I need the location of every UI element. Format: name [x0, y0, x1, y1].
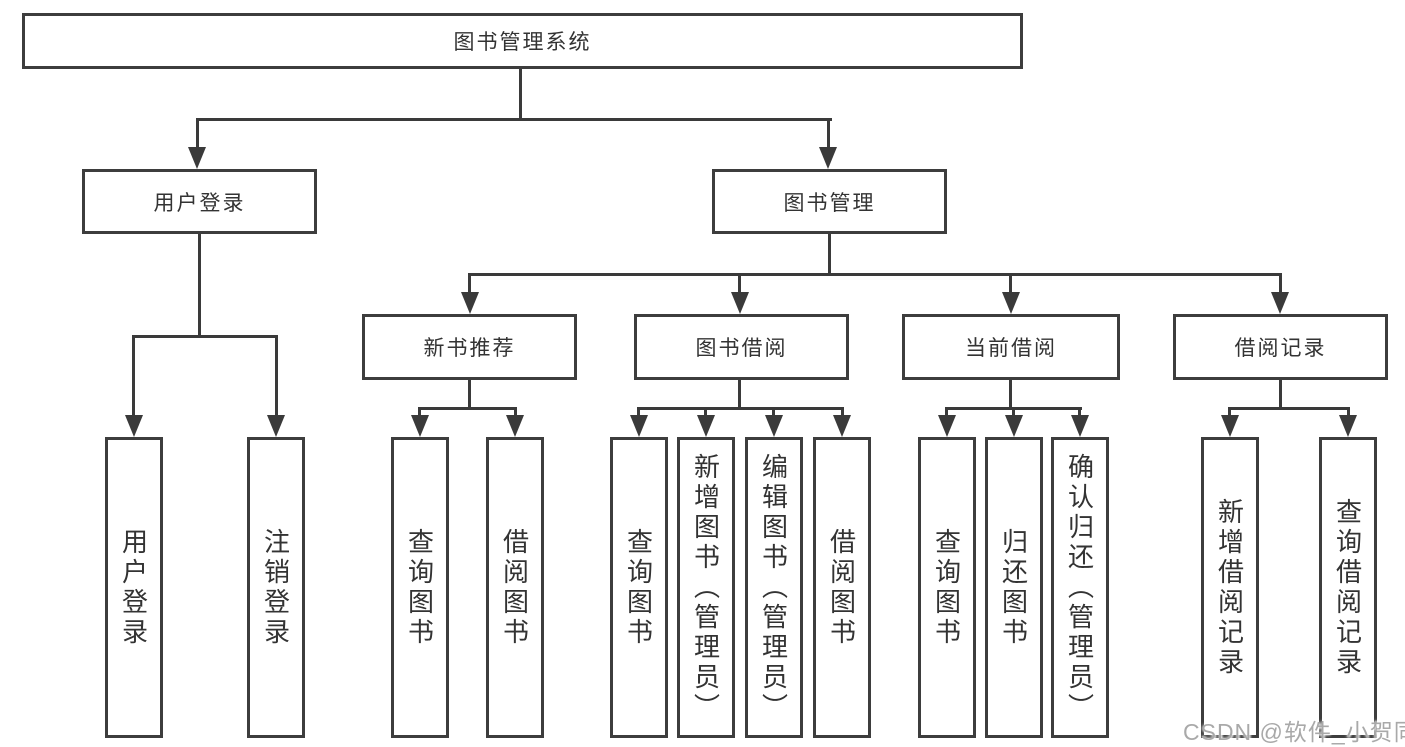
connector-line [945, 407, 1082, 410]
connector-line [514, 409, 517, 417]
leaf-search-books-recommend: 查询图书 [391, 437, 449, 738]
arrow-down-icon [833, 415, 851, 437]
connector-line [275, 337, 278, 417]
arrow-down-icon [125, 415, 143, 437]
connector-line [1228, 407, 1350, 410]
connector-line [1279, 275, 1282, 293]
arrow-down-icon [1339, 415, 1357, 437]
node-user-login: 用户登录 [82, 169, 317, 234]
arrow-down-icon [188, 147, 206, 169]
node-borrowing-records: 借阅记录 [1173, 314, 1388, 380]
connector-line [827, 120, 830, 150]
connector-line [468, 380, 471, 408]
connector-line [1078, 409, 1081, 417]
connector-line [132, 337, 135, 417]
leaf-logout: 注销登录 [247, 437, 305, 738]
connector-line [738, 380, 741, 408]
connector-line [132, 335, 278, 338]
connector-line [1012, 409, 1015, 417]
arrow-down-icon [461, 292, 479, 314]
leaf-edit-books-admin: 编辑图书（管理员） [745, 437, 803, 738]
leaf-search-books-borrowing: 查询图书 [610, 437, 668, 738]
leaf-search-books-current: 查询图书 [918, 437, 976, 738]
connector-line [198, 234, 201, 336]
connector-line [1347, 409, 1350, 417]
watermark: CSDN @软件_小贺同学 [1183, 719, 1405, 745]
connector-line [468, 273, 1282, 276]
node-current-borrowing: 当前借阅 [902, 314, 1120, 380]
arrow-down-icon [630, 415, 648, 437]
connector-line [828, 234, 831, 274]
node-library-system: 图书管理系统 [22, 13, 1023, 69]
arrow-down-icon [1271, 292, 1289, 314]
leaf-borrow-books-borrowing: 借阅图书 [813, 437, 871, 738]
node-book-borrowing: 图书借阅 [634, 314, 849, 380]
arrow-down-icon [697, 415, 715, 437]
connector-line [945, 409, 948, 417]
connector-line [196, 118, 832, 121]
leaf-add-borrow-record: 新增借阅记录 [1201, 437, 1259, 738]
arrow-down-icon [267, 415, 285, 437]
connector-line [738, 275, 741, 293]
node-book-management: 图书管理 [712, 169, 947, 234]
leaf-return-books: 归还图书 [985, 437, 1043, 738]
leaf-user-login: 用户登录 [105, 437, 163, 738]
connector-line [637, 409, 640, 417]
arrow-down-icon [765, 415, 783, 437]
connector-line [1009, 275, 1012, 293]
connector-line [1279, 380, 1282, 408]
leaf-add-books-admin: 新增图书（管理员） [677, 437, 735, 738]
connector-line [418, 409, 421, 417]
connector-line [1228, 409, 1231, 417]
connector-line [418, 407, 517, 410]
leaf-search-borrow-record: 查询借阅记录 [1319, 437, 1377, 738]
arrow-down-icon [819, 147, 837, 169]
connector-line [1009, 380, 1012, 408]
connector-line [468, 275, 471, 293]
arrow-down-icon [1002, 292, 1020, 314]
connector-line [196, 120, 199, 150]
leaf-borrow-books-recommend: 借阅图书 [486, 437, 544, 738]
connector-line [772, 409, 775, 417]
arrow-down-icon [1071, 415, 1089, 437]
leaf-confirm-return-admin: 确认归还（管理员） [1051, 437, 1109, 738]
arrow-down-icon [411, 415, 429, 437]
arrow-down-icon [506, 415, 524, 437]
arrow-down-icon [1005, 415, 1023, 437]
connector-line [519, 69, 522, 119]
connector-line [704, 409, 707, 417]
arrow-down-icon [1221, 415, 1239, 437]
arrow-down-icon [938, 415, 956, 437]
connector-line [841, 409, 844, 417]
node-new-book-recommendation: 新书推荐 [362, 314, 577, 380]
connector-line [637, 407, 844, 410]
arrow-down-icon [731, 292, 749, 314]
